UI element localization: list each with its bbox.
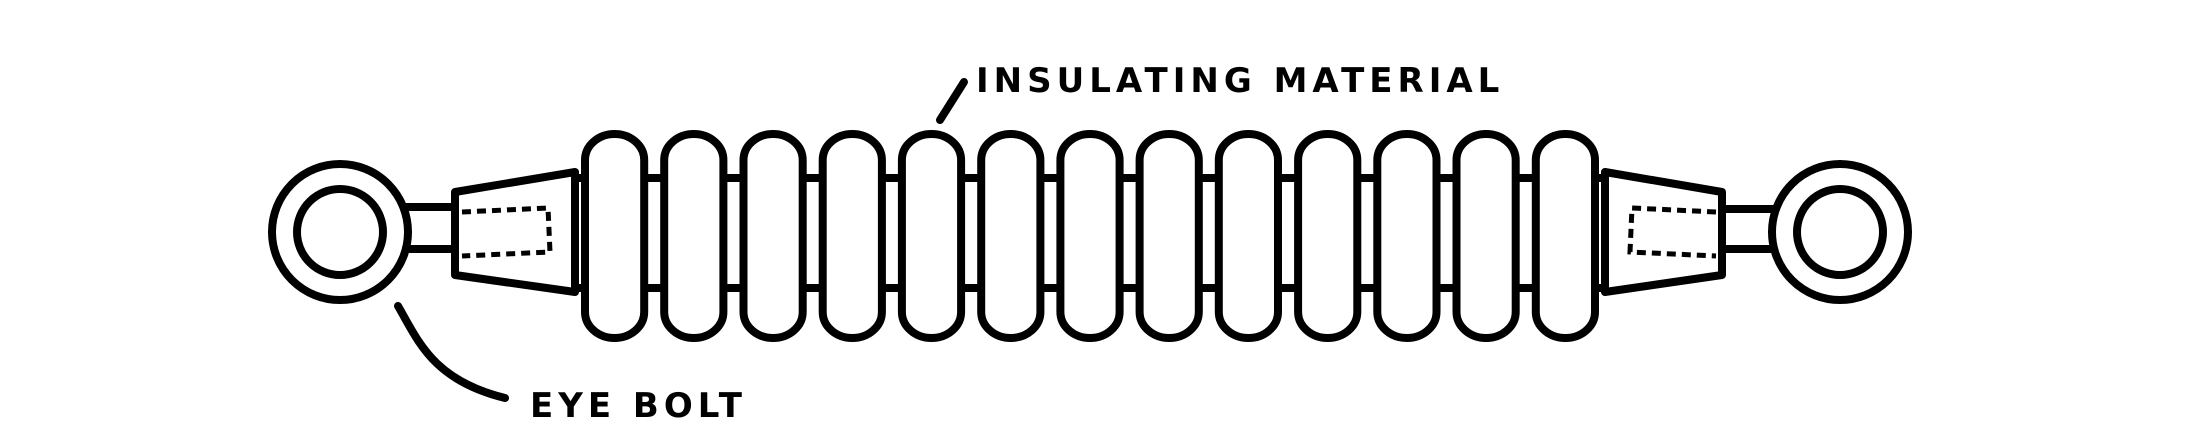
insulating-material-label: INSULATING MATERIAL <box>976 61 1504 101</box>
right-eye-bolt-inner-ring <box>1793 185 1887 279</box>
insulating-material-callout: INSULATING MATERIAL <box>936 61 1504 124</box>
insulator-fin <box>1373 130 1441 342</box>
insulator-fin <box>1056 130 1124 342</box>
eye-bolt-leader-line <box>394 302 509 402</box>
left-eye-bolt-inner-ring <box>293 185 387 279</box>
left-eye-bolt <box>268 160 464 304</box>
insulator-fin <box>739 130 807 342</box>
left-end-cap <box>451 168 579 296</box>
left-embedded-bolt-hidden-line <box>461 205 553 259</box>
insulator-fin <box>660 130 728 342</box>
eye-bolt-label: EYE BOLT <box>530 386 747 426</box>
insulator-fin <box>977 130 1045 342</box>
left-end-cap-body <box>451 168 579 296</box>
right-end-cap <box>1601 168 1726 296</box>
right-embedded-bolt-hidden-line <box>1627 205 1717 259</box>
insulating-material-leader-line <box>936 78 968 124</box>
insulator-fin <box>818 130 886 342</box>
insulator-fin <box>1294 130 1362 342</box>
insulator-fin <box>581 130 649 342</box>
insulator-fin <box>1531 130 1600 342</box>
insulator-fins <box>581 130 1600 342</box>
insulator-fin <box>1135 130 1203 342</box>
insulator-fin <box>1214 130 1283 342</box>
insulator-fin <box>1452 130 1520 342</box>
eye-bolt-callout: EYE BOLT <box>394 302 747 426</box>
insulator-fin <box>897 130 966 342</box>
right-end-cap-body <box>1601 168 1726 296</box>
right-eye-bolt <box>1714 160 1912 304</box>
